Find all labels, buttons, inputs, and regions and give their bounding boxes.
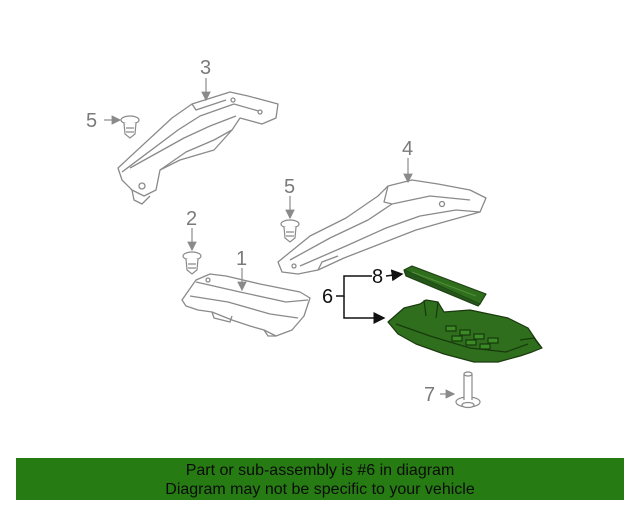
callout-7: 7: [424, 384, 435, 406]
leader-lines-highlight: [336, 269, 404, 324]
part-6-undercover: [387, 299, 543, 363]
callout-8: 8: [372, 266, 383, 288]
banner-line-1: Part or sub-assembly is #6 in diagram: [185, 462, 455, 479]
part-1-cover: [181, 273, 311, 337]
clip-5-lower: [280, 219, 300, 243]
clip-2: [182, 251, 202, 275]
clip-5-upper: [120, 115, 140, 139]
callout-5-upper: 5: [86, 110, 97, 132]
leader-lines: [104, 78, 456, 399]
part-8-strip: [403, 265, 487, 307]
part-3-cover: [117, 91, 279, 205]
callout-4: 4: [402, 138, 413, 160]
info-banner: Part or sub-assembly is #6 in diagram Di…: [16, 458, 624, 500]
callout-6: 6: [322, 286, 333, 308]
callout-5-lower: 5: [284, 176, 295, 198]
callout-2: 2: [186, 208, 197, 230]
part-4-cover: [277, 179, 487, 275]
callout-1: 1: [236, 248, 247, 270]
banner-line-2: Diagram may not be specific to your vehi…: [165, 481, 475, 498]
bolt-7: [455, 371, 481, 409]
callout-3: 3: [200, 57, 211, 79]
